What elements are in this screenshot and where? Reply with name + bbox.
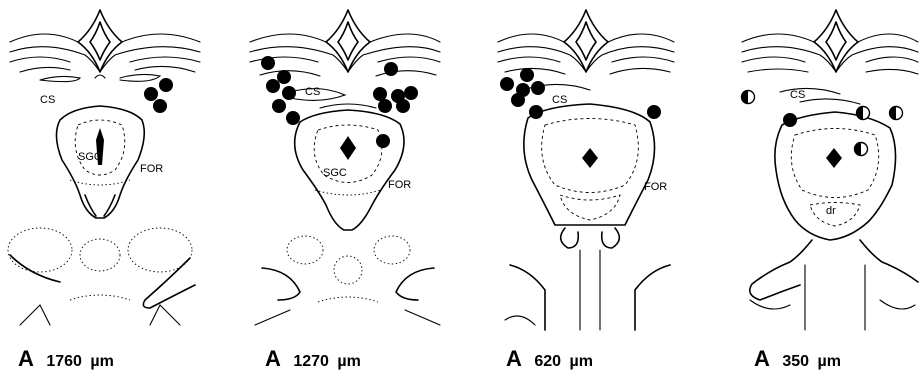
midbrain-outline xyxy=(775,112,896,240)
label-for: FOR xyxy=(388,179,411,191)
aqueduct xyxy=(582,148,598,168)
half-filled-site xyxy=(890,107,903,120)
recording-sites xyxy=(261,56,418,148)
cortex-folds xyxy=(10,10,200,82)
level-caption: A 1270 µm xyxy=(265,346,361,371)
half-filled-site xyxy=(857,107,870,120)
label-dr: dr xyxy=(826,205,836,217)
aqueduct xyxy=(826,148,842,168)
label-cs: CS xyxy=(40,94,55,106)
level-caption: A 1760 µm xyxy=(18,346,114,371)
label-sgc: SGC xyxy=(78,151,102,163)
label-for: FOR xyxy=(644,181,667,193)
label-sgc: SGC xyxy=(323,167,347,179)
label-cs: CS xyxy=(305,86,320,98)
recording-sites xyxy=(144,78,173,113)
midbrain-outline xyxy=(295,110,404,230)
half-filled-site xyxy=(742,91,755,104)
label-cs: CS xyxy=(552,94,567,106)
aqueduct xyxy=(340,136,356,160)
level-caption: A 350 µm xyxy=(754,346,841,371)
section-panel-2: CS SGC FOR A 1270 µm xyxy=(250,10,440,371)
label-cs: CS xyxy=(790,89,805,101)
level-caption: A 620 µm xyxy=(506,346,593,371)
label-for: FOR xyxy=(140,163,163,175)
section-panel-3: CS FOR A 620 µm xyxy=(498,10,674,371)
section-panel-1: CS SGC FOR A 1760 µm xyxy=(8,10,200,371)
half-filled-site xyxy=(855,143,868,156)
recording-sites xyxy=(742,91,903,156)
section-panel-4: CS dr A 350 µm xyxy=(742,10,919,371)
cortex-folds xyxy=(742,10,918,104)
recording-sites xyxy=(500,68,661,119)
